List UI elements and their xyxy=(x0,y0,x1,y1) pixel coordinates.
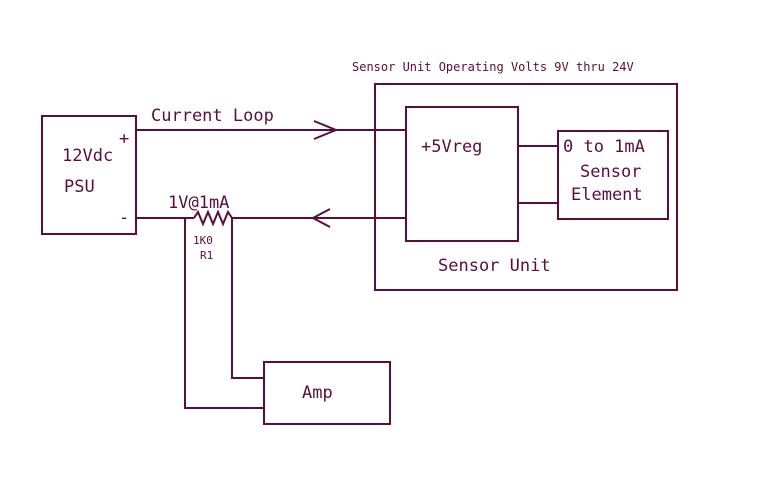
regulator-label: +5Vreg xyxy=(421,137,482,157)
amp-label: Amp xyxy=(302,383,333,403)
operating-volts-note: Sensor Unit Operating Volts 9V thru 24V xyxy=(352,60,634,74)
resistor-ref-label: R1 xyxy=(200,249,213,262)
current-loop-label: Current Loop xyxy=(151,106,274,126)
resistor-r1 xyxy=(193,209,233,227)
psu-box xyxy=(41,115,137,235)
psu-plus-terminal: + xyxy=(119,129,129,149)
resistor-value-label: 1K0 xyxy=(193,234,213,247)
resistor-voltage-label: 1V@1mA xyxy=(168,193,229,213)
sensor-element-label-line2: Sensor xyxy=(580,162,641,182)
sensor-element-range: 0 to 1mA xyxy=(563,137,645,157)
psu-label: PSU xyxy=(64,177,95,197)
regulator-box xyxy=(405,106,519,242)
amp-input-wire-right xyxy=(231,218,264,379)
current-loop-forward-arrow xyxy=(313,120,339,140)
amp-box xyxy=(263,361,391,425)
amp-input-wire-left xyxy=(184,218,264,409)
sensor-element-label-line3: Element xyxy=(571,185,643,205)
sensor-unit-box xyxy=(374,83,678,291)
psu-minus-terminal: - xyxy=(119,208,129,228)
sensor-element-box xyxy=(557,130,669,220)
psu-voltage-label: 12Vdc xyxy=(62,146,113,166)
sensor-unit-label: Sensor Unit xyxy=(438,256,551,276)
current-loop-return-arrow xyxy=(310,208,331,228)
